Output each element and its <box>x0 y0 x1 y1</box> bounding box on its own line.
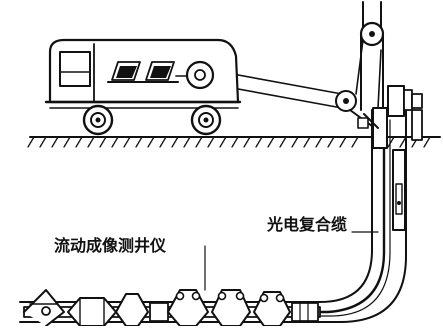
logging-tool-label: 流动成像测井仪 <box>54 236 167 255</box>
rear-wheel-icon <box>190 104 222 136</box>
front-wheel-icon <box>82 104 114 136</box>
derrick <box>359 1 385 111</box>
composite-cable-label: 光电复合缆 <box>267 215 348 234</box>
truck-icon <box>44 38 242 136</box>
cable-reel-icon <box>185 60 215 90</box>
wellhead-icon <box>357 85 423 231</box>
laptop-icon <box>141 61 179 83</box>
imaging-arms <box>167 289 291 327</box>
laptop-icon <box>107 61 145 83</box>
logging-tool-icon <box>23 289 321 327</box>
wellbore <box>19 109 407 323</box>
pulley-icon <box>335 90 373 127</box>
